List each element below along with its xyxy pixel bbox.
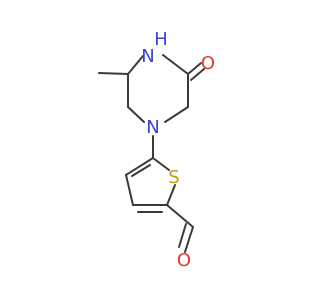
bond-c4t-c3t (125, 174, 134, 206)
atom-o-ketone: O (201, 53, 215, 74)
bond-c3-o-double (190, 68, 205, 81)
bond-c2-n (164, 106, 189, 123)
bond-methyl (98, 72, 129, 75)
bond-c5t-s (152, 157, 170, 171)
bond-c5-nh (127, 55, 144, 75)
bond-double-c5t-c4t (131, 164, 151, 177)
bond-c2t-cho (166, 204, 194, 228)
bond-cho-o-double (178, 223, 187, 248)
molecule-structure: N H O N S O (98, 29, 215, 271)
bond-c2t-s (166, 184, 176, 206)
atom-n-ring: N (146, 117, 159, 138)
atom-o-aldehyde: O (177, 250, 191, 271)
bonds (98, 54, 205, 253)
bond-c3-o (187, 62, 202, 75)
atom-labels: N H O N S O (141, 29, 215, 271)
atom-s: S (168, 167, 179, 188)
bond-n-c6 (127, 106, 145, 123)
bond-nh-c3 (162, 54, 189, 75)
bond-c5t-c4t (125, 157, 154, 176)
atom-nh: N (141, 46, 154, 67)
atom-h: H (154, 29, 168, 50)
bond-cho-o (184, 226, 194, 253)
molecule-canvas: N H O N S O (98, 29, 215, 271)
